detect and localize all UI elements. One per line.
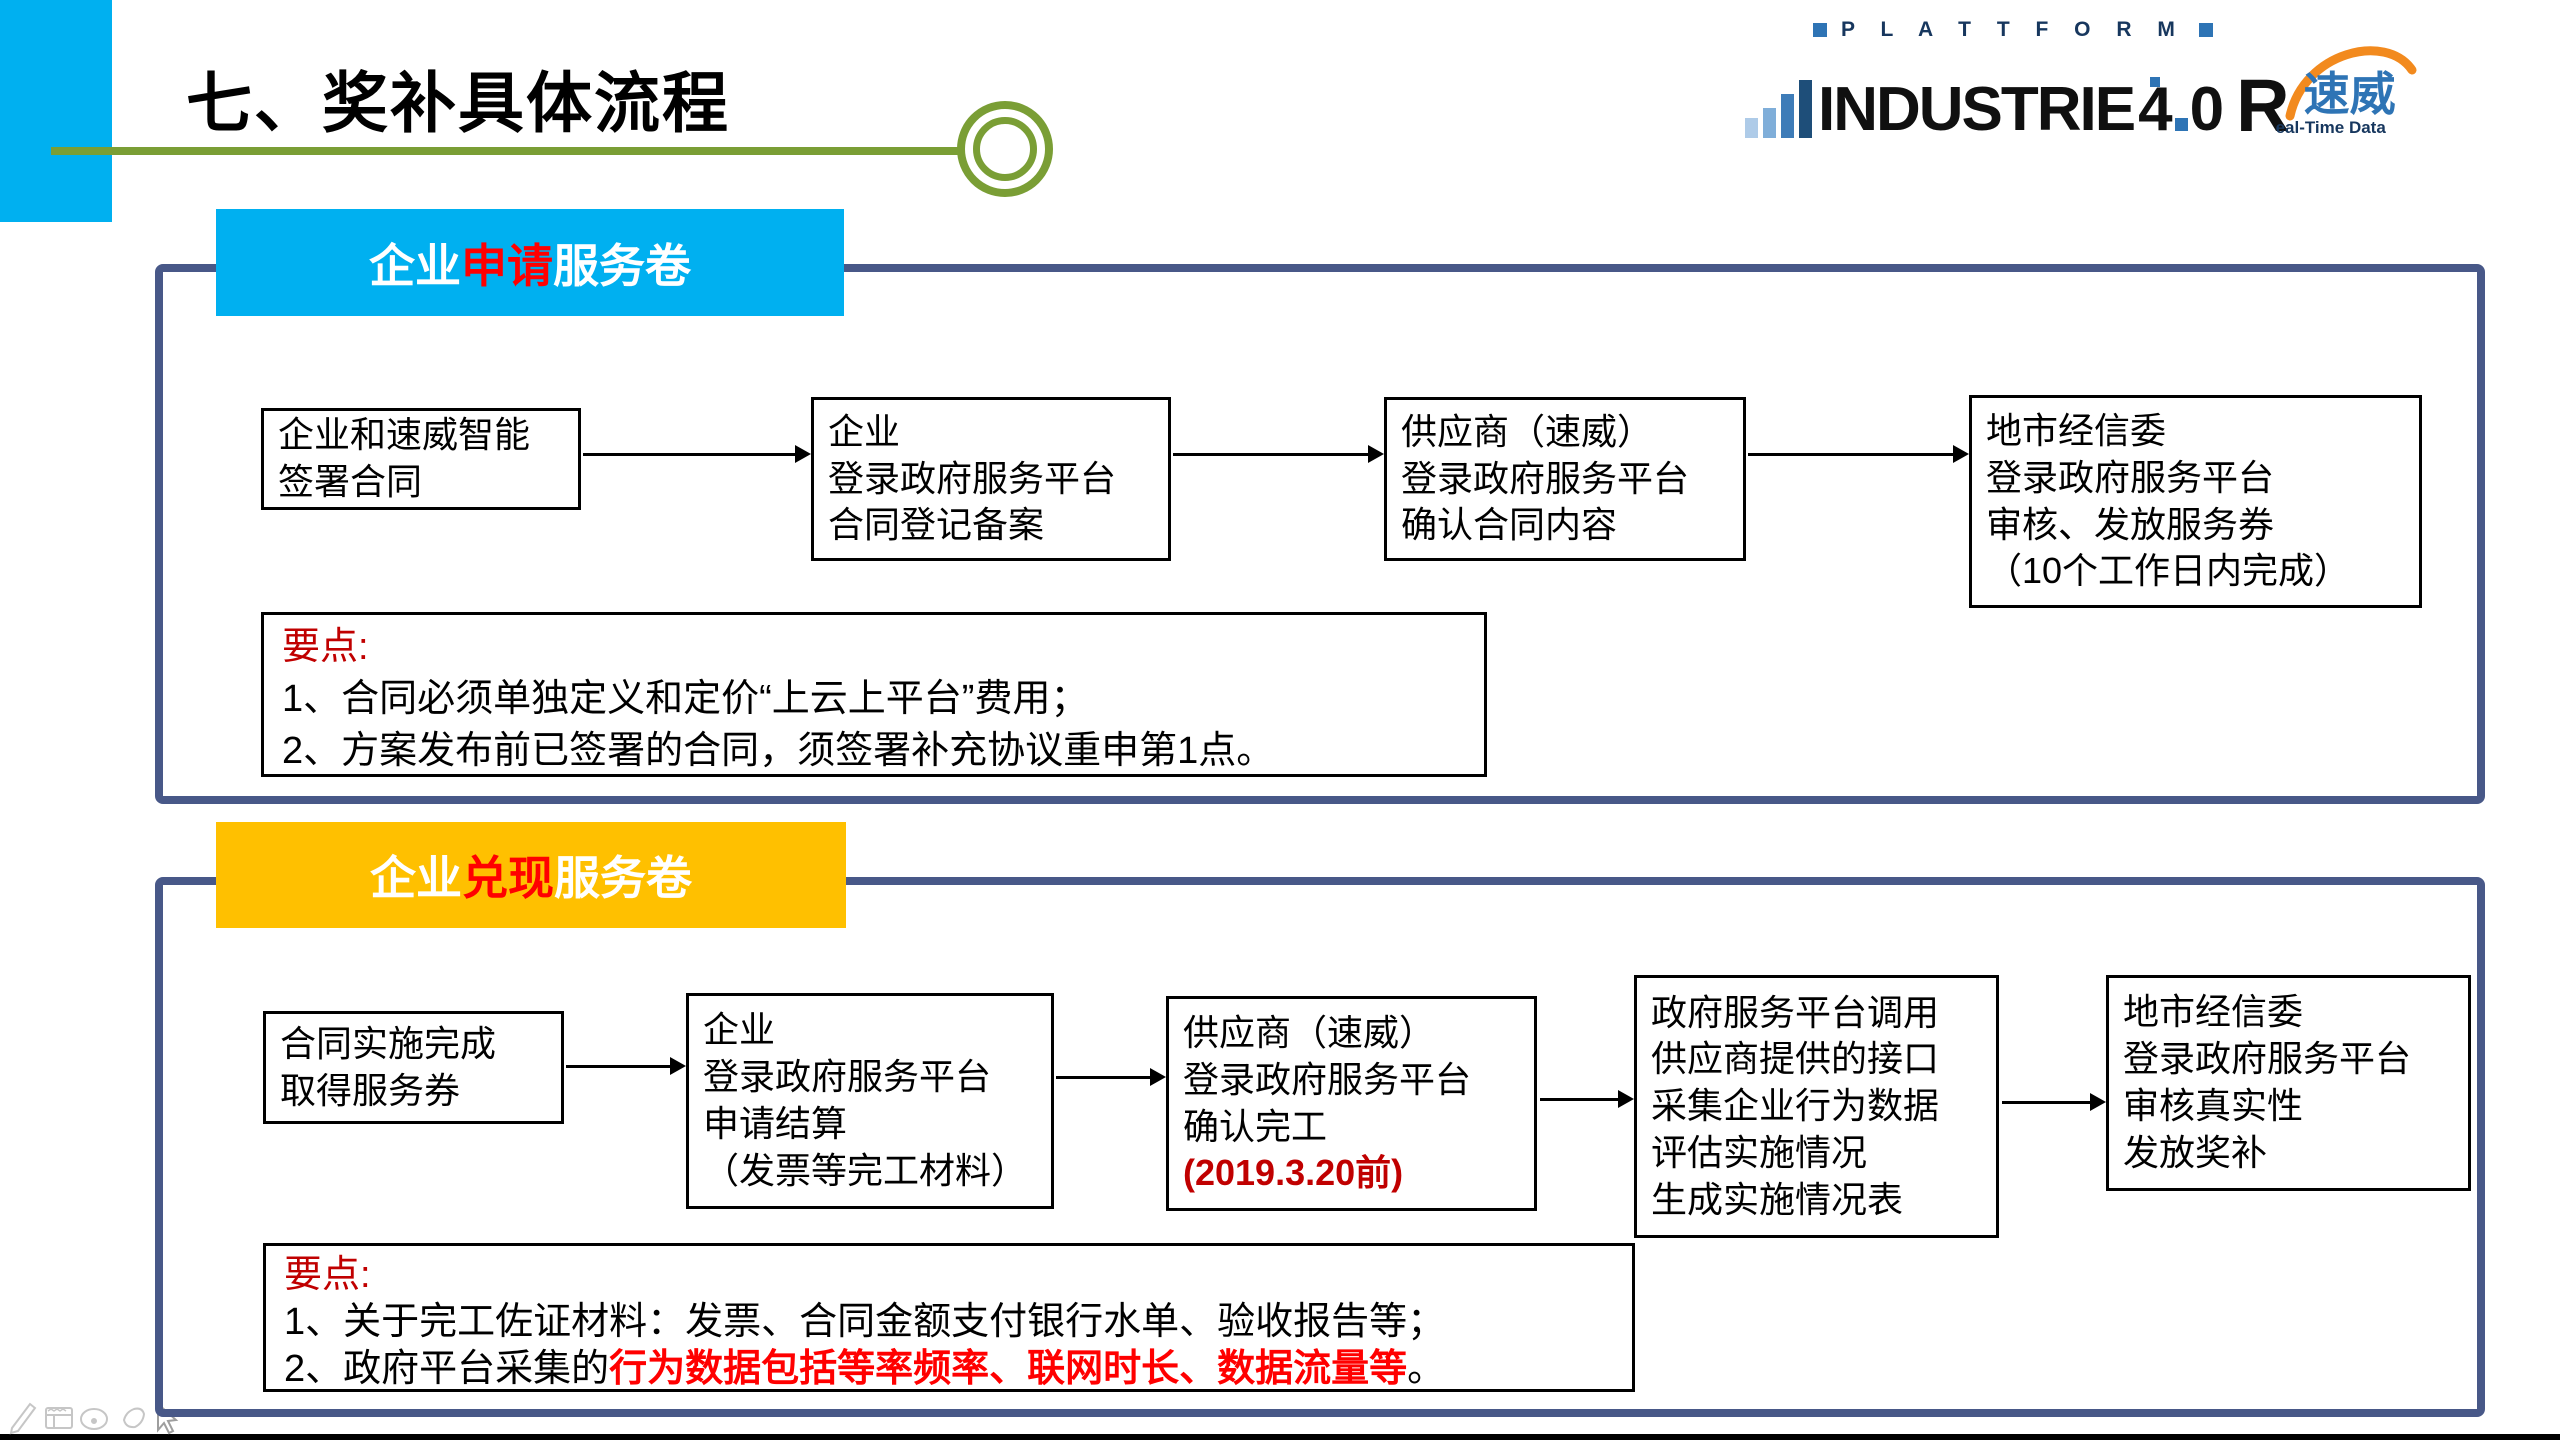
note-item-red: 行为数据包括等率频率、联网时长、数据流量等 — [609, 1348, 1408, 1390]
flow-box-line: 采集企业行为数据 — [1651, 1085, 1940, 1127]
title-underline — [51, 147, 960, 155]
page-title: 七、奖补具体流程 — [186, 66, 730, 140]
bar-chart-icon — [1745, 80, 1812, 138]
flow-box-contract-done: 合同实施完成 取得服务券 — [263, 1011, 564, 1124]
flow-arrow — [1173, 445, 1384, 463]
note-item: 2、政府平台采集的行为数据包括等率频率、联网时长、数据流量等。 — [284, 1346, 1614, 1393]
logo-plattform-row: P L A T T F O R M — [1813, 18, 2213, 42]
flow-box-enterprise-register: 企业 登录政府服务平台 合同登记备案 — [811, 397, 1171, 561]
flow-box-platform-collect: 政府服务平台调用 供应商提供的接口 采集企业行为数据 评估实施情况 生成实施情况… — [1634, 975, 1999, 1238]
notes-label: 要点: — [284, 1254, 371, 1296]
flow-arrow — [583, 445, 811, 463]
flow-box-line: 确认合同内容 — [1401, 504, 1618, 546]
note-item-black: 2、政府平台采集的 — [284, 1348, 610, 1390]
flow-box-sign-contract: 企业和速威智能 签署合同 — [261, 408, 581, 510]
section2-notes: 要点: 1、关于完工佐证材料：发票、合同金额支付银行水单、验收报告等； 2、政府… — [263, 1243, 1635, 1392]
flow-box-line: 签署合同 — [278, 461, 423, 502]
flow-box-line: 企业和速威智能 — [278, 414, 531, 456]
logo-version-4: 4 — [2138, 74, 2173, 144]
flow-arrow — [1056, 1068, 1166, 1086]
flow-box-line: 合同实施完成 — [280, 1022, 497, 1064]
logo-dot-square-icon — [2174, 118, 2188, 131]
logo-brand-text: INDUSTRIE — [1818, 76, 2160, 140]
note-item-end: 。 — [1407, 1348, 1446, 1390]
flow-box-line: 登录政府服务平台 — [2123, 1038, 2412, 1080]
flow-box-line: 取得服务券 — [280, 1069, 461, 1111]
pen-icon[interactable] — [9, 1402, 37, 1435]
logo-cn-block: 速威 eal-Time Data — [2276, 42, 2417, 138]
flow-box-line: 确认完工 — [1183, 1105, 1328, 1147]
flow-arrow — [1540, 1090, 1634, 1108]
section2-header: 企业兑现服务卷 — [216, 822, 846, 928]
logo-square-icon — [1813, 23, 1827, 37]
flow-box-line: 供应商提供的接口 — [1651, 1038, 1940, 1080]
flow-box-line: 企业 — [828, 410, 901, 452]
logo-plattform-text: P L A T T F O R M — [1841, 18, 2185, 41]
flow-box-line: 政府服务平台调用 — [1651, 991, 1940, 1033]
logo-version-0: 0 — [2189, 74, 2225, 144]
note-item: 1、关于完工佐证材料：发票、合同金额支付银行水单、验收报告等； — [284, 1301, 1446, 1343]
flow-box-apply-settlement: 企业 登录政府服务平台 申请结算 （发票等完工材料） — [686, 993, 1054, 1209]
note-item: 2、方案发布前已签署的合同，须签署补充协议重申第1点。 — [282, 730, 1275, 772]
bottom-edge-bar — [0, 1434, 2560, 1440]
flow-box-line: 登录政府服务平台 — [703, 1056, 992, 1098]
logo-accent-square-icon — [2150, 76, 2160, 87]
flow-arrow — [2002, 1093, 2106, 1111]
orange-swoosh-icon — [2285, 46, 2417, 121]
flow-box-line: 供应商（速威） — [1401, 410, 1654, 452]
flow-box-deadline: (2019.3.20前) — [1183, 1152, 1404, 1194]
flow-box-line: 合同登记备案 — [828, 504, 1045, 546]
flow-arrow — [1748, 445, 1969, 463]
section1-header-pre: 企业 — [369, 239, 461, 292]
section2-header-pre: 企业 — [370, 852, 462, 904]
logo-tagline: eal-Time Data — [2275, 118, 2386, 137]
flow-box-line: 生成实施情况表 — [1651, 1178, 1904, 1220]
flow-box-line: 评估实施情况 — [1651, 1131, 1868, 1173]
section2-frame — [155, 877, 2485, 1417]
flow-arrow — [566, 1057, 686, 1075]
logo-main-row: INDUSTRIE 4 0 R 速威 eal-Time Data — [1745, 42, 2417, 148]
flow-box-line: 审核真实性 — [2123, 1085, 2304, 1126]
title-ornament-inner-circle — [973, 117, 1037, 181]
flow-box-line: （10个工作日内完成） — [1986, 550, 2351, 592]
flow-box-line: 供应商（速威） — [1183, 1011, 1436, 1053]
section1-frame — [155, 264, 2485, 804]
section2-header-em: 兑现 — [462, 852, 554, 904]
logo-cn-text: 速威 — [2303, 68, 2396, 120]
flow-box-line: 登录政府服务平台 — [1401, 457, 1690, 499]
logo-version: 4 0 — [2138, 74, 2225, 144]
presentation-toolbar — [9, 1401, 179, 1435]
section1-notes: 要点: 1、合同必须单独定义和定价“上云上平台”费用； 2、方案发布前已签署的合… — [261, 612, 1487, 777]
flow-box-supplier-confirm: 供应商（速威） 登录政府服务平台 确认合同内容 — [1384, 397, 1746, 561]
section2-header-post: 服务卷 — [554, 852, 692, 904]
slides-panel-icon[interactable] — [45, 1407, 73, 1429]
corner-accent-bar — [0, 0, 112, 222]
section1-header-em: 申请 — [461, 239, 553, 292]
flow-box-authority-grant: 地市经信委 登录政府服务平台 审核真实性 发放奖补 — [2106, 975, 2471, 1191]
flow-box-line: 申请结算 — [703, 1103, 848, 1144]
logo-square-icon — [2198, 23, 2213, 37]
title-ornament-outer-circle — [957, 101, 1053, 197]
flow-box-line: 地市经信委 — [2123, 991, 2304, 1033]
flow-box-line: 企业 — [703, 1009, 776, 1051]
section1-header: 企业申请服务卷 — [216, 209, 844, 316]
company-logo: P L A T T F O R M INDUSTRIE 4 0 R 速威 eal… — [1745, 10, 2553, 143]
logo-r-letter: R — [2236, 64, 2290, 148]
eraser-icon[interactable] — [122, 1407, 146, 1429]
flow-box-line: 登录政府服务平台 — [1183, 1058, 1472, 1100]
flow-box-line: （发票等完工材料） — [703, 1149, 1028, 1191]
notes-label: 要点: — [282, 626, 369, 668]
flow-box-line: 登录政府服务平台 — [1986, 456, 2275, 498]
section1-header-post: 服务卷 — [553, 239, 691, 292]
flow-box-authority-issue: 地市经信委 登录政府服务平台 审核、发放服务券 （10个工作日内完成） — [1969, 395, 2422, 608]
flow-box-confirm-completion: 供应商（速威） 登录政府服务平台 确认完工 (2019.3.20前) — [1166, 996, 1537, 1211]
flow-box-line: 地市经信委 — [1986, 409, 2167, 451]
flow-box-line: 发放奖补 — [2123, 1131, 2268, 1173]
flow-box-line: 登录政府服务平台 — [828, 457, 1117, 499]
note-item: 1、合同必须单独定义和定价“上云上平台”费用； — [282, 678, 1089, 720]
laser-pointer-icon[interactable] — [80, 1408, 108, 1430]
flow-box-line: 审核、发放服务券 — [1986, 503, 2275, 545]
